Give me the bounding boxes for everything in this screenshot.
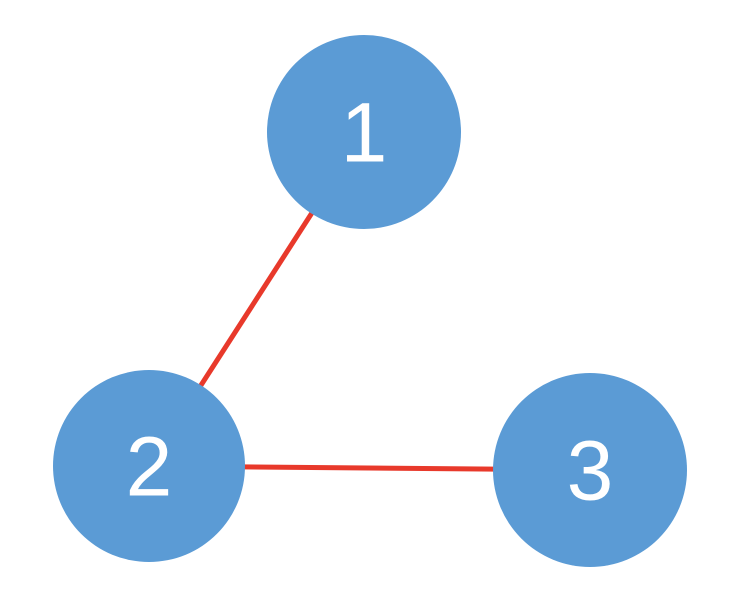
- node-label-2: 2: [126, 419, 173, 513]
- node-1[interactable]: [267, 35, 461, 229]
- labels-layer: 1 2 3: [126, 85, 614, 517]
- nodes-layer: [53, 35, 687, 567]
- node-label-3: 3: [567, 423, 614, 517]
- node-label-1: 1: [341, 85, 388, 179]
- node-2[interactable]: [53, 370, 245, 562]
- node-3[interactable]: [493, 373, 687, 567]
